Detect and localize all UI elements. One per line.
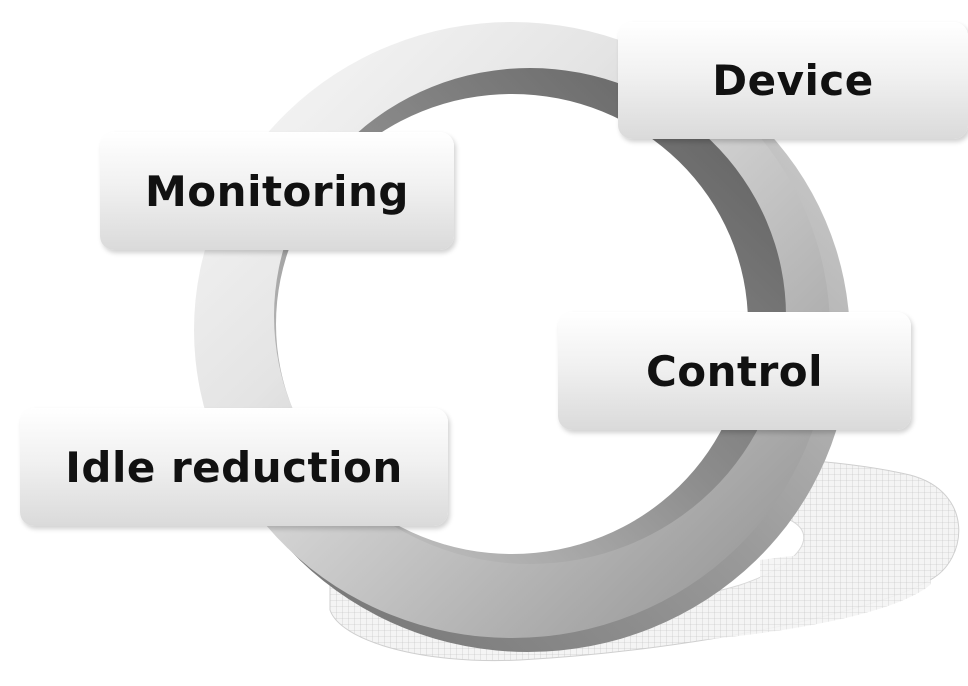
device-box: Device bbox=[618, 22, 968, 139]
device-label: Device bbox=[712, 56, 874, 105]
monitoring-label: Monitoring bbox=[145, 166, 409, 216]
idle-reduction-label: Idle reduction bbox=[65, 442, 403, 492]
monitoring-box: Monitoring bbox=[100, 132, 454, 250]
control-label: Control bbox=[645, 346, 824, 396]
idle-reduction-box: Idle reduction bbox=[20, 408, 448, 526]
control-box: Control bbox=[558, 312, 911, 430]
